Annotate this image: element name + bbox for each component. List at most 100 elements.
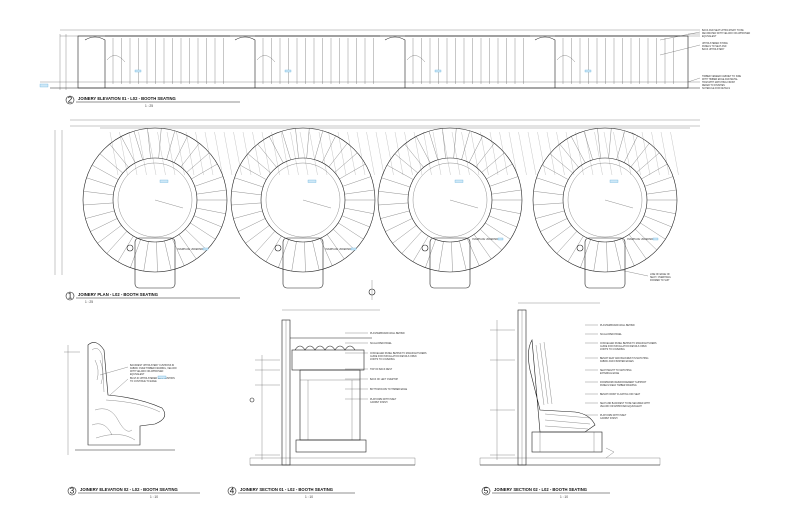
- svg-text:1: 1: [68, 292, 73, 301]
- plan-booth-1: OVERHANG UNDERSIDE: [82, 127, 228, 289]
- svg-text:EXTERNAL EDGE: EXTERNAL EDGE: [600, 372, 620, 375]
- svg-text:VELCRO OR APPROVED EQUIVALENT: VELCRO OR APPROVED EQUIVALENT: [600, 405, 642, 408]
- svg-text:SCALLOPED PANEL: SCALLOPED PANEL: [370, 342, 393, 345]
- title-block-2: 2 JOINERY ELEVATION 01 - L02 - BOOTH SEA…: [65, 96, 240, 108]
- svg-text:JOINERY PLAN - L02 - BOOTH SEA: JOINERY PLAN - L02 - BOOTH SEATING: [78, 292, 158, 297]
- svg-text:GUIDE FOR INSTALLATION DETAILS: GUIDE FOR INSTALLATION DETAILS OPEN: [600, 345, 647, 348]
- svg-text:JOINERY ELEVATION 02 - L02 - B: JOINERY ELEVATION 02 - L02 - BOOTH SEATI…: [80, 487, 178, 492]
- svg-text:WITH TIMBER EDGE AND METAL: WITH TIMBER EDGE AND METAL: [702, 78, 738, 81]
- title-block-3: 3 JOINERY ELEVATION 02 - L02 - BOOTH SEA…: [67, 487, 200, 499]
- elevation-bay-4: [534, 35, 680, 88]
- svg-text:BACK AND SEAT UPHOLSTERY TO BE: BACK AND SEAT UPHOLSTERY TO BE: [702, 29, 744, 32]
- title-block-4: 4 JOINERY SECTION 01 - L02 - BOOTH SEATI…: [227, 487, 355, 499]
- svg-text:UPHOLSTERED STONE: UPHOLSTERED STONE: [702, 43, 728, 45]
- sec4-notes-note-6: BOTTOM RUNS TO TIMBER EDGE: [345, 388, 408, 391]
- svg-text:BACK OF LEFT OVERTOP: BACK OF LEFT OVERTOP: [370, 378, 399, 381]
- svg-text:SCALLOPED PANEL: SCALLOPED PANEL: [600, 333, 623, 336]
- svg-text:JOINERY SECTION 02 - L02 - BOO: JOINERY SECTION 02 - L02 - BOOTH SEATING: [494, 487, 587, 492]
- svg-text:JOINTS TO COVERING: JOINTS TO COVERING: [600, 349, 625, 351]
- svg-text:2: 2: [68, 96, 73, 105]
- sec4-notes-note-5: BACK OF LEFT OVERTOP: [345, 378, 399, 381]
- svg-text:3: 3: [70, 487, 75, 496]
- svg-text:FORMWORK REINFORCEMENT SUPPORT: FORMWORK REINFORCEMENT SUPPORT: [600, 382, 647, 384]
- svg-text:BOTTOM RUNS TO TIMBER EDGE: BOTTOM RUNS TO TIMBER EDGE: [370, 389, 408, 391]
- elev-note-3: TIMBER VENEER CABINET TO SIDE WITH TIMBE…: [687, 75, 742, 90]
- svg-text:CARPET FINISH: CARPET FINISH: [600, 417, 618, 420]
- svg-text:BACKREST UPHOLSTERY CUSHIONS I: BACKREST UPHOLSTERY CUSHIONS IN: [130, 364, 175, 367]
- svg-text:JOINERY SECTION 01 - L02 - BOO: JOINERY SECTION 01 - L02 - BOOTH SEATING: [240, 487, 333, 492]
- plan-booth-3: OVERHANG UNDERSIDE: [377, 127, 523, 289]
- elevation-bay-3: [384, 35, 530, 88]
- svg-text:FABRIC OVER TIMBER FRAMING, VE: FABRIC OVER TIMBER FRAMING, VELCRO: [130, 367, 177, 370]
- svg-text:EQUIVALENT: EQUIVALENT: [702, 35, 717, 38]
- overhang-note: OVERHANG UNDERSIDE: [472, 238, 500, 241]
- svg-text:FABRIC AND FINISHED EDGES: FABRIC AND FINISHED EDGES: [600, 360, 634, 363]
- svg-text:FORMED TO SUIT: FORMED TO SUIT: [650, 280, 670, 282]
- svg-text:CONCEALED PANEL BEHIND TO MANU: CONCEALED PANEL BEHIND TO MANUFACTURERS: [600, 342, 657, 345]
- sec5-notes-note-3: CONCEALED PANEL BEHIND TO MANUFACTURERSG…: [585, 342, 657, 351]
- elev-note-1: BACK AND SEAT UPHOLSTERY TO BE DECORATED…: [659, 29, 751, 41]
- sec5-notes-note-2: SCALLOPED PANEL: [585, 333, 623, 336]
- svg-text:REFER TO FINISHES: REFER TO FINISHES: [702, 85, 725, 87]
- svg-text:4: 4: [230, 487, 235, 496]
- svg-text:LINE OF EDGE OF: LINE OF EDGE OF: [650, 274, 671, 276]
- svg-text:TO CONTINUE TO EDGE: TO CONTINUE TO EDGE: [130, 381, 157, 383]
- sec4-notes-note-2: SCALLOPED PANEL: [345, 342, 393, 345]
- svg-text:CONCEALED PANEL BEHIND TO MANU: CONCEALED PANEL BEHIND TO MANUFACTURERS: [370, 352, 427, 355]
- svg-text:5: 5: [484, 487, 489, 496]
- title-block-1: 1 JOINERY PLAN - L02 - BOOTH SEATING 1 :…: [65, 292, 240, 304]
- elevation-bay-1: [84, 35, 230, 88]
- svg-text:1 : 10: 1 : 10: [560, 495, 568, 499]
- section-01: PLASTERBOARD WALL BEHIND SCALLOPED PANEL C…: [227, 309, 427, 499]
- svg-text:SCHEDULE FOR DETAILS: SCHEDULE FOR DETAILS: [702, 87, 731, 90]
- svg-text:TRIM WITH MATCHING FINISH: TRIM WITH MATCHING FINISH: [702, 81, 735, 84]
- svg-text:BACK UPHOLSTERY: BACK UPHOLSTERY: [702, 48, 725, 51]
- svg-text:1 : 25: 1 : 25: [85, 300, 93, 304]
- level-tag: [39, 83, 49, 88]
- svg-text:1 : 25: 1 : 25: [145, 104, 153, 108]
- svg-text:1 : 10: 1 : 10: [150, 495, 158, 499]
- sec4-notes-note-1: PLASTERBOARD WALL BEHIND: [345, 332, 405, 335]
- svg-text:BUILT-IN UPHOLSTERED SEAT CUSH: BUILT-IN UPHOLSTERED SEAT CUSHION: [130, 377, 175, 380]
- section-02: PLASTERBOARD WALL BEHIND SCALLOPED PANEL C…: [479, 302, 661, 499]
- section-marker: [126, 244, 134, 252]
- overhang-note: OVERHANG UNDERSIDE: [325, 248, 353, 251]
- svg-text:1 : 10: 1 : 10: [305, 495, 313, 499]
- plan-hatching: [109, 131, 679, 176]
- section-marker: [421, 244, 429, 252]
- sec5-notes-note-4: BENCH SEAT AND BACKREST IN MATCHINGFABRI…: [585, 357, 649, 363]
- plan-note-right: LINE OF EDGE OF SEAT / OVERHANG FORMED T…: [619, 269, 671, 282]
- svg-text:TIMBER VENEER CABINET TO SIDE: TIMBER VENEER CABINET TO SIDE: [702, 75, 742, 78]
- svg-text:SEAT / OVERHANG: SEAT / OVERHANG: [650, 276, 671, 279]
- svg-text:JOINTS TO COVERING: JOINTS TO COVERING: [370, 359, 395, 361]
- svg-text:PANELS WELD TIMBER FRAMING: PANELS WELD TIMBER FRAMING: [600, 384, 637, 387]
- svg-text:SEAT HEIGHT TO MATCHING: SEAT HEIGHT TO MATCHING: [600, 369, 632, 372]
- svg-text:PLASTERBOARD WALL BEHIND: PLASTERBOARD WALL BEHIND: [600, 324, 635, 327]
- section-marker-plan: [368, 280, 376, 300]
- svg-text:DECORATED WITH VELCRO OR APPRO: DECORATED WITH VELCRO OR APPROVED: [702, 32, 751, 35]
- plan-booth-2: OVERHANG UNDERSIDE: [230, 127, 376, 289]
- svg-text:TOP OF BACK REST: TOP OF BACK REST: [370, 368, 393, 371]
- plan-view: OVERHANG UNDERSIDE OVERHANG UNDERSIDE OVER…: [54, 119, 700, 304]
- section-marker: [274, 244, 282, 252]
- svg-text:JOINERY ELEVATION 01 - L02 - B: JOINERY ELEVATION 01 - L02 - BOOTH SEATI…: [78, 96, 176, 101]
- sec4-notes-note-3: CONCEALED PANEL BEHIND TO MANUFACTURERSG…: [345, 352, 427, 361]
- svg-text:PLATFORM WITH INSET: PLATFORM WITH INSET: [370, 398, 397, 401]
- elevation-bay-2: [234, 35, 380, 88]
- sec4-notes-note-4: TOP OF BACK REST: [345, 368, 393, 371]
- sec5-notes-note-7: BENCH FRONT FLOATING OFF SEAT: [585, 393, 641, 396]
- elevation-02: BACKREST UPHOLSTERY CUSHIONS IN FABRIC O…: [64, 342, 200, 499]
- sec5-notes-note-8: SEAT AND BACKREST TO BE SECURED WITHVELC…: [585, 402, 650, 408]
- svg-text:BENCH FRONT FLOATING OFF SEAT: BENCH FRONT FLOATING OFF SEAT: [600, 393, 641, 396]
- sec5-notes-note-1: PLASTERBOARD WALL BEHIND: [585, 324, 635, 327]
- overhang-note: OVERHANG UNDERSIDE: [177, 248, 205, 251]
- svg-text:GUIDE FOR INSTALLATION DETAILS: GUIDE FOR INSTALLATION DETAILS OPEN: [370, 355, 417, 358]
- svg-text:WITH VELCRO OR APPROVED: WITH VELCRO OR APPROVED: [130, 370, 164, 373]
- svg-text:SEAT AND BACKREST TO BE SECURE: SEAT AND BACKREST TO BE SECURED WITH: [600, 402, 650, 405]
- svg-text:BENCH SEAT AND BACKREST IN MAT: BENCH SEAT AND BACKREST IN MATCHING: [600, 357, 649, 360]
